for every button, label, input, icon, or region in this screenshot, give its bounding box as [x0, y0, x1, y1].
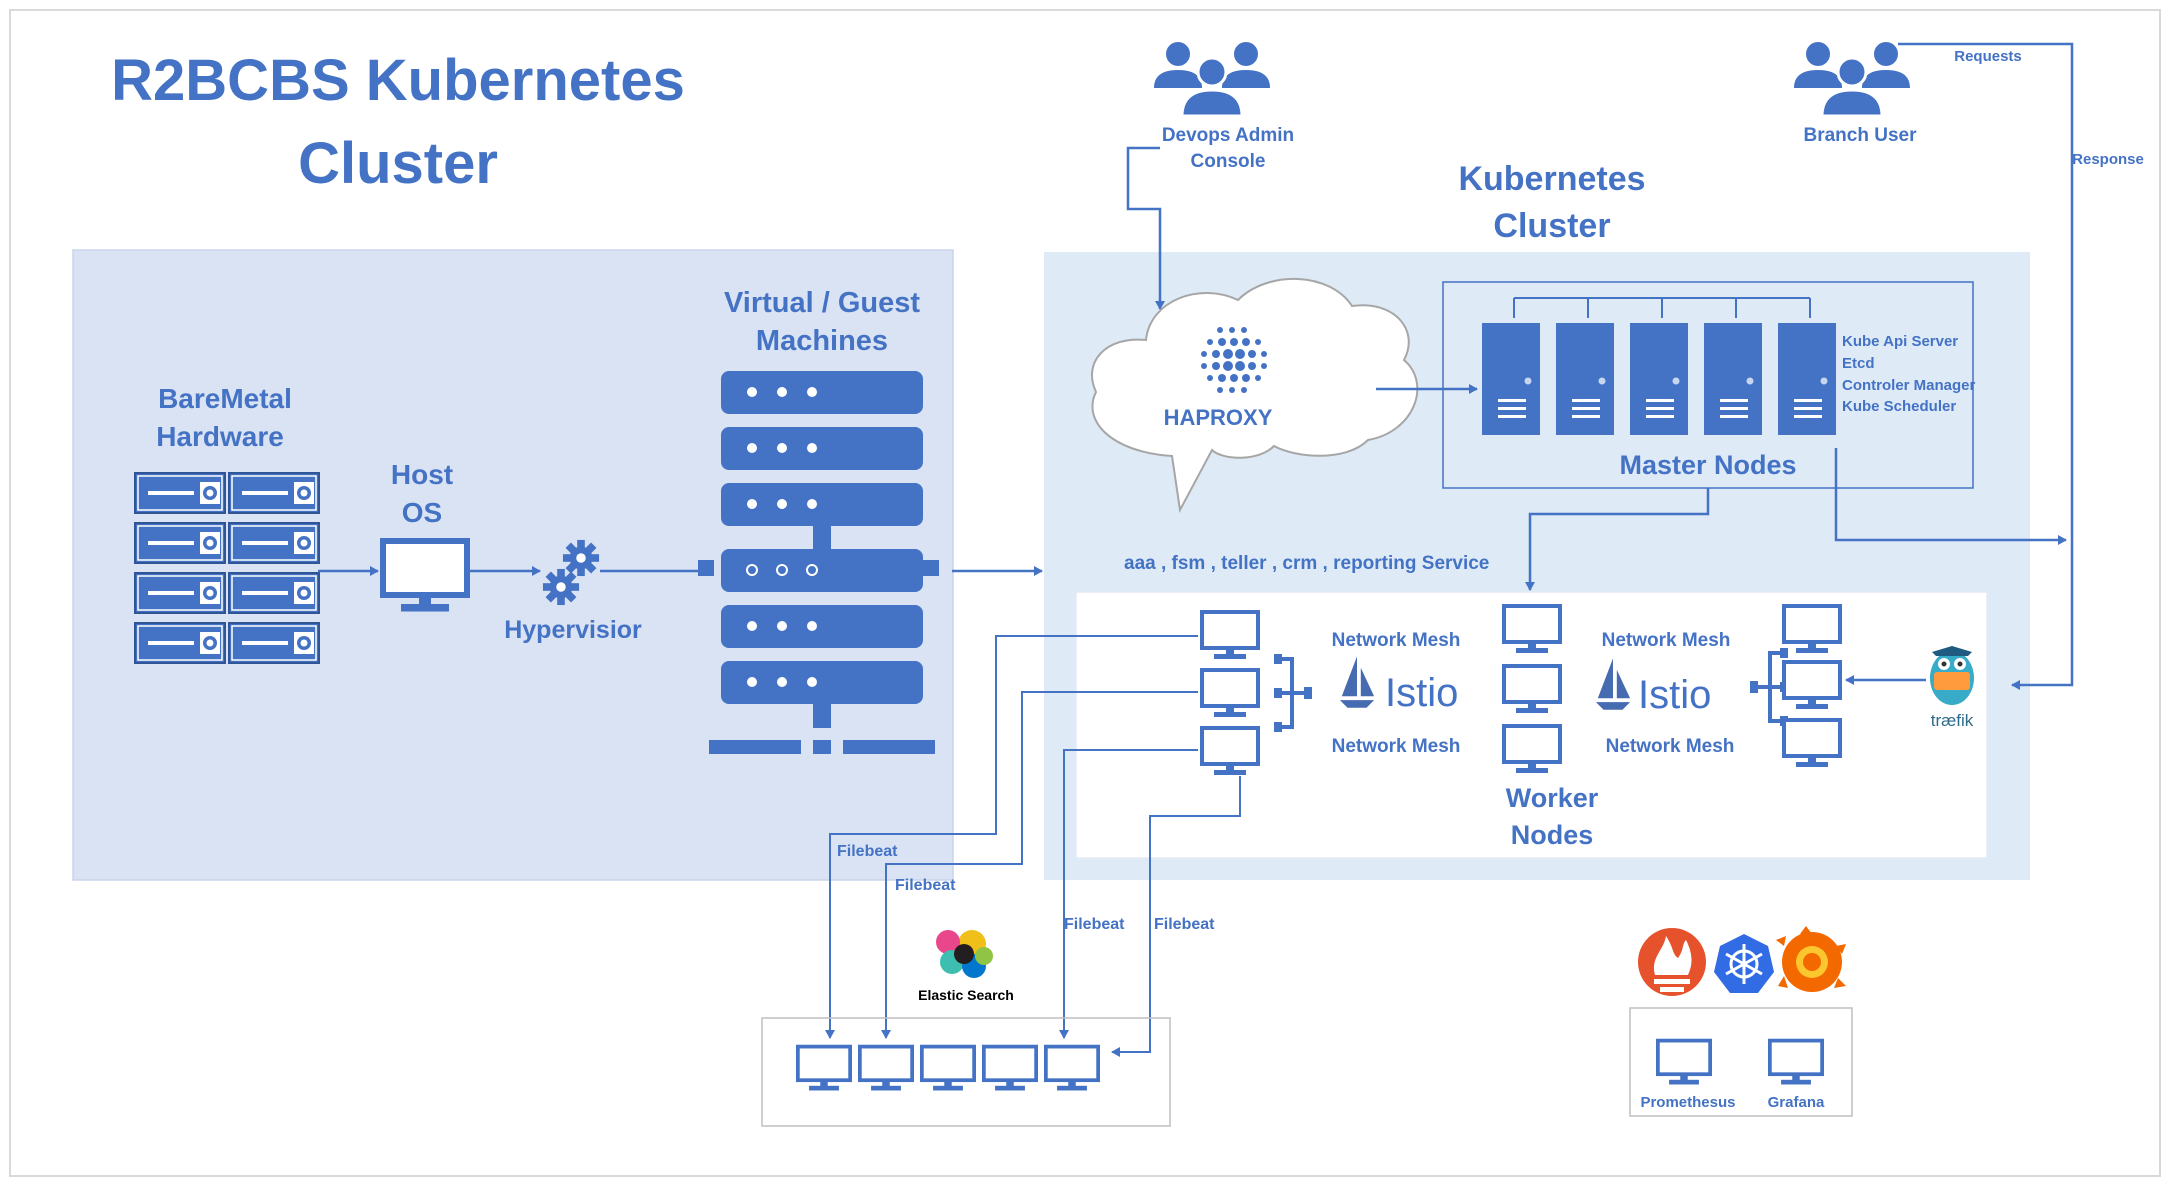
arrow-master-monitoring [1834, 448, 2067, 545]
prometheus-logo-icon [1638, 928, 1706, 996]
filebeat-line-2 [881, 691, 1198, 1039]
page-title-line1: R2BCBS Kubernetes [111, 48, 685, 113]
outer-border [9, 9, 2161, 1177]
devops-users-icon [1152, 40, 1272, 118]
worker-nodes-label-line2: Nodes [1511, 820, 1594, 850]
filebeat-label-4: Filebeat [1154, 916, 1215, 933]
services-label: aaa , fsm , teller , crm , reporting Ser… [1124, 553, 1489, 574]
istio-left-label: Istio [1385, 671, 1458, 715]
master-nodes-label: Master Nodes [1619, 450, 1796, 480]
branch-users-icon [1792, 40, 1912, 118]
vm-rack-icon [698, 371, 939, 754]
elastic-monitor-1 [796, 1044, 852, 1093]
baremetal-label-line2: Hardware [156, 421, 284, 452]
istio-right-label: Istio [1638, 673, 1711, 717]
master-component-etcd: Etcd [1842, 355, 1875, 372]
page-title-line2: Cluster [298, 131, 498, 196]
arrow-request-traefik [1898, 42, 2074, 690]
master-component-scheduler: Kube Scheduler [1842, 398, 1956, 415]
host-os-label-line2: OS [402, 497, 442, 528]
requests-label: Requests [1954, 48, 2022, 65]
elastic-monitor-5 [1044, 1044, 1100, 1093]
elastic-monitor-3 [920, 1044, 976, 1093]
devops-label-line1: Devops Admin [1162, 125, 1294, 146]
grafana-logo-icon [1776, 926, 1846, 992]
prometheus-monitor-icon [1656, 1038, 1712, 1087]
vm-label-line1: Virtual / Guest [724, 287, 920, 319]
branch-user-label: Branch User [1804, 125, 1918, 146]
hypervisor-label: Hypervisior [504, 616, 642, 644]
elastic-label: Elastic Search [918, 987, 1014, 1003]
monitoring-box [1629, 1007, 1853, 1117]
response-label: Response [2072, 151, 2144, 168]
filebeat-label-1: Filebeat [837, 843, 898, 860]
master-component-api: Kube Api Server [1842, 333, 1958, 350]
gear-icon [562, 539, 600, 577]
right-network-mesh-bottom: Network Mesh [1606, 736, 1735, 757]
gear-icon [542, 568, 580, 606]
k8s-cluster-title-line1: Kubernetes [1458, 160, 1645, 198]
elastic-logo-icon [936, 930, 993, 978]
devops-label-line2: Console [1191, 151, 1266, 172]
haproxy-cloud: HAPROXY [1091, 277, 1419, 514]
traefik-label: træfik [1931, 711, 1974, 730]
grafana-monitor-icon [1768, 1038, 1824, 1087]
filebeat-line-1 [825, 635, 1198, 1039]
traefik-logo-icon: træfik [1930, 646, 1974, 730]
worker-nodes-label-line1: Worker [1506, 783, 1599, 813]
left-network-mesh-bottom: Network Mesh [1332, 736, 1461, 757]
haproxy-label: HAPROXY [1164, 405, 1273, 430]
vm-label-line2: Machines [756, 325, 888, 357]
filebeat-line-4 [1111, 776, 1241, 1057]
elastic-monitor-4 [982, 1044, 1038, 1093]
elastic-nodes-box [761, 1017, 1171, 1127]
arrow-master-worker [1525, 488, 1710, 591]
master-component-controller: Controler Manager [1842, 377, 1976, 394]
filebeat-label-2: Filebeat [895, 877, 956, 894]
left-network-mesh-top: Network Mesh [1332, 630, 1461, 651]
right-network-mesh-top: Network Mesh [1602, 630, 1731, 651]
elastic-monitor-2 [858, 1044, 914, 1093]
grafana-label: Grafana [1768, 1094, 1825, 1111]
kubernetes-logo-icon [1714, 934, 1774, 993]
k8s-cluster-title-line2: Cluster [1493, 207, 1610, 245]
master-server-icons [1482, 323, 1836, 435]
filebeat-line-3 [1059, 749, 1198, 1039]
master-bus-lines [1513, 297, 1811, 318]
prometheus-label: Promethesus [1640, 1094, 1735, 1111]
host-os-label-line1: Host [391, 459, 453, 490]
arrow-devops-haproxy [1126, 146, 1165, 310]
baremetal-label-line1: BareMetal [158, 383, 292, 414]
filebeat-label-3: Filebeat [1064, 916, 1125, 933]
